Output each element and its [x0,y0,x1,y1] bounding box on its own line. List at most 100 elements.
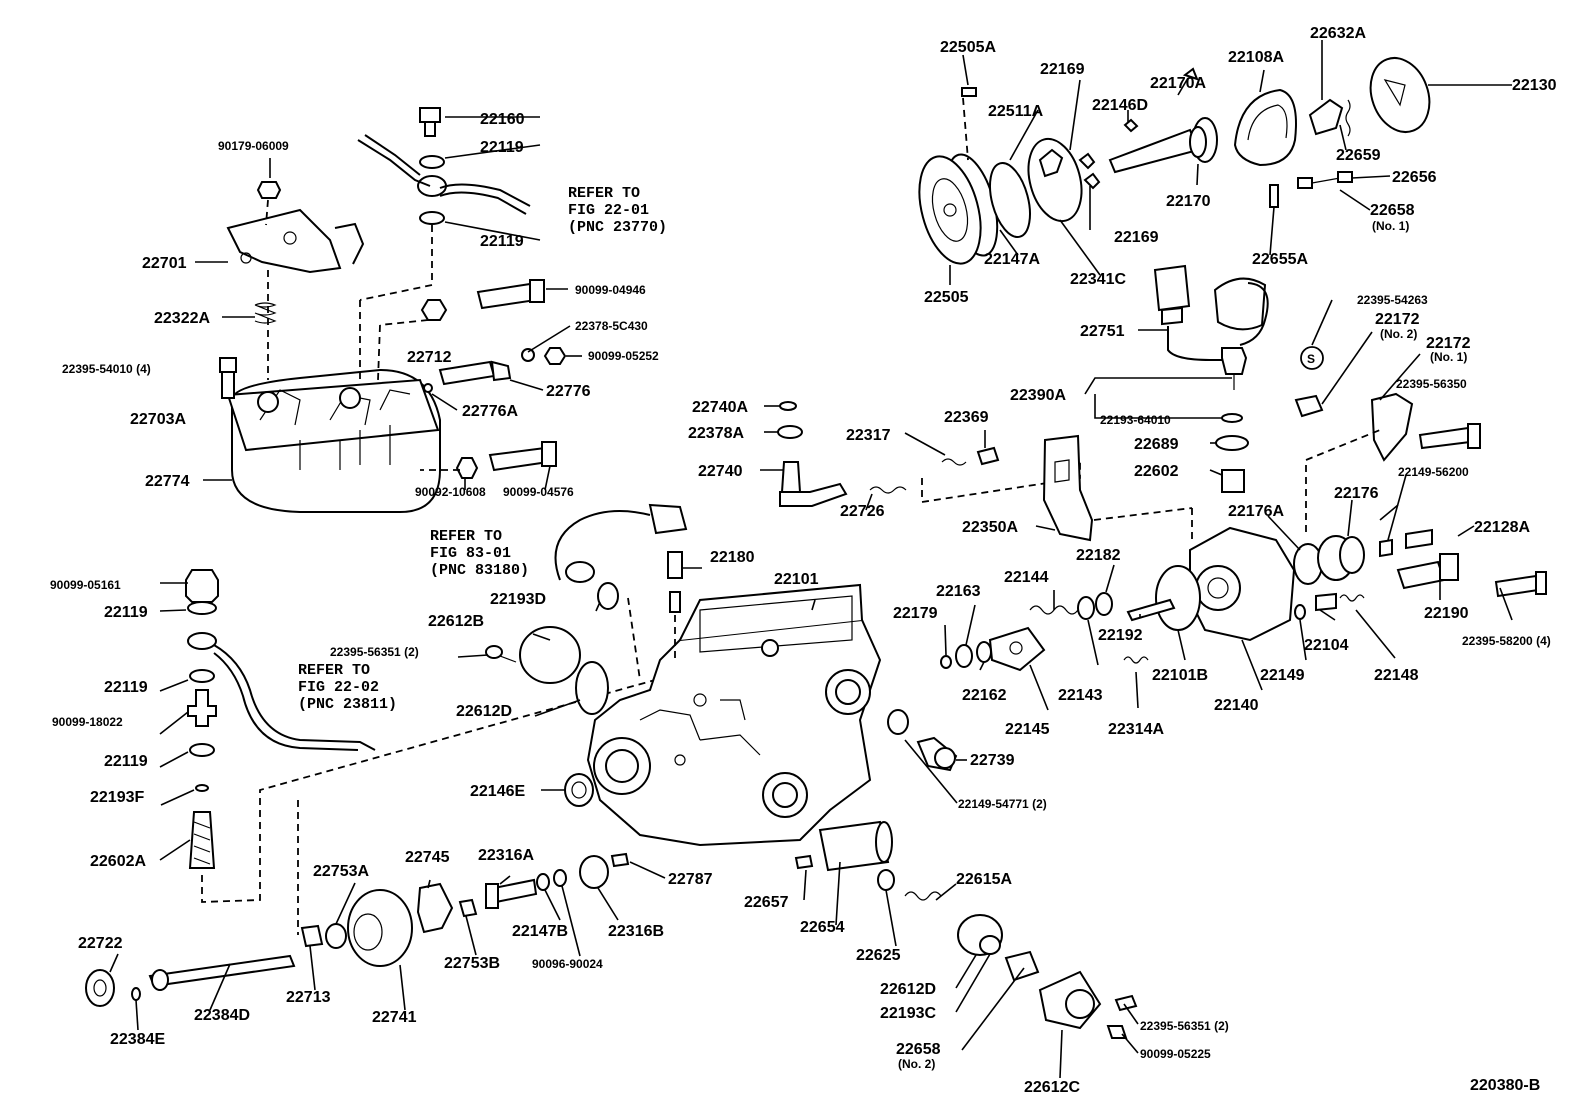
part-label: 22701 [142,255,187,272]
part-label: 22170A [1150,75,1206,92]
bottom-parts-drawing [85,820,1138,1039]
part-label: 22130 [1512,77,1557,94]
part-label: 22655A [1252,251,1308,268]
left-column-drawing [185,569,656,935]
part-label: 22395-54010 (4) [62,362,151,376]
part-label: 22149 [1260,667,1305,684]
part-label: 22350A [962,519,1018,536]
part-label: 22384E [110,1031,165,1048]
part-label: 22378A [688,425,744,442]
part-label: 22170 [1166,193,1211,210]
svg-text:REFER TO: REFER TO [298,662,370,679]
part-label: 22602A [90,853,146,870]
part-label: 22654 [800,919,845,936]
part-label: 22163 [936,583,981,600]
part-label: 90099-05161 [50,578,121,592]
svg-text:(PNC 83180): (PNC 83180) [430,562,529,579]
part-label: 22612C [1024,1079,1080,1096]
part-label: 22119 [104,604,148,621]
part-label: 22602 [1134,463,1179,480]
leader-lines [109,40,1513,1079]
part-label: 22314A [1108,721,1164,738]
part-label: 22625 [856,947,901,964]
part-label: 22658 [896,1041,941,1058]
part-label: 22146E [470,783,525,800]
part-label: 22180 [710,549,755,566]
part-label: 22751 [1080,323,1125,340]
svg-text:S: S [1307,352,1315,366]
part-label: 22395-56351 (2) [1140,1019,1229,1033]
part-label: 22190 [1424,605,1469,622]
part-label: 22193D [490,591,546,608]
refer-note-22-02: REFER TO FIG 22-02 (PNC 23811) [298,662,397,713]
part-label: 90092-10608 [415,485,486,499]
part-label: 22322A [154,310,210,327]
refer-note-22-01: REFER TO FIG 22-01 (PNC 23770) [568,185,667,236]
part-label: 22395-54263 [1357,293,1428,307]
part-label: 22169 [1040,61,1085,78]
part-label: 22395-56350 [1396,377,1467,391]
part-label: 22147B [512,923,568,940]
part-label: 22160 [480,111,525,128]
svg-text:(PNC 23770): (PNC 23770) [568,219,667,236]
part-label: 22169 [1114,229,1159,246]
part-note: (No. 1) [1430,350,1467,364]
part-label: 22657 [744,894,789,911]
part-label: 90099-18022 [52,715,123,729]
part-label: 22193-64010 [1100,413,1171,427]
part-label: 22739 [970,752,1015,769]
part-label: 22712 [407,349,452,366]
part-label: 22176 [1334,485,1379,502]
svg-text:FIG 83-01: FIG 83-01 [430,545,511,562]
part-label: 22741 [372,1009,417,1026]
refer-note-83-01: REFER TO FIG 83-01 (PNC 83180) [430,528,529,579]
part-note: (No. 2) [898,1057,935,1071]
part-label: 22369 [944,409,989,426]
part-label: 22658 [1370,202,1415,219]
part-label: 22192 [1098,627,1143,644]
part-label: 22149-56200 [1398,465,1469,479]
part-label: 90099-05225 [1140,1047,1211,1061]
part-label: 22745 [405,849,450,866]
part-label: 22149-54771 (2) [958,797,1047,811]
part-note: (No. 2) [1380,327,1417,341]
part-label: 90096-90024 [532,957,603,971]
part-label: 22108A [1228,49,1284,66]
part-label: 22776 [546,383,591,400]
part-label: 22147A [984,251,1040,268]
part-label: 22753A [313,863,369,880]
part-label: 22140 [1214,697,1259,714]
part-label: 22101 [774,571,819,588]
part-label: 22182 [1076,547,1121,564]
part-label: 22787 [668,871,713,888]
part-label: 22378-5C430 [575,319,648,333]
part-label: 22726 [840,503,885,520]
part-label: 22776A [462,403,518,420]
part-label: 22615A [956,871,1012,888]
svg-text:(PNC 23811): (PNC 23811) [298,696,397,713]
part-label: 90179-06009 [218,139,289,153]
part-label: 22774 [145,473,190,490]
part-label: 22395-56351 (2) [330,645,419,659]
part-label: 22119 [480,233,524,250]
part-label: 22172 [1375,311,1420,328]
part-label: 22511A [988,103,1044,120]
part-label: 22146D [1092,97,1148,114]
svg-text:FIG 22-01: FIG 22-01 [568,202,649,219]
svg-text:FIG 22-02: FIG 22-02 [298,679,379,696]
part-label: 22612D [880,981,936,998]
part-label: 22176A [1228,503,1284,520]
part-label: 22119 [480,139,524,156]
part-label: 22119 [104,679,148,696]
governor-cover-drawing [219,107,567,513]
part-label: 90099-04946 [575,283,646,297]
part-label: 22341C [1070,271,1126,288]
drive-pulley-drawing [918,57,1431,265]
s-marker-icon: S [1300,346,1324,370]
part-label: 22390A [1010,387,1066,404]
part-label: 22172 [1426,335,1471,352]
part-label: 22193C [880,1005,936,1022]
part-label: 22395-58200 (4) [1462,634,1551,648]
part-label: 22316B [608,923,664,940]
